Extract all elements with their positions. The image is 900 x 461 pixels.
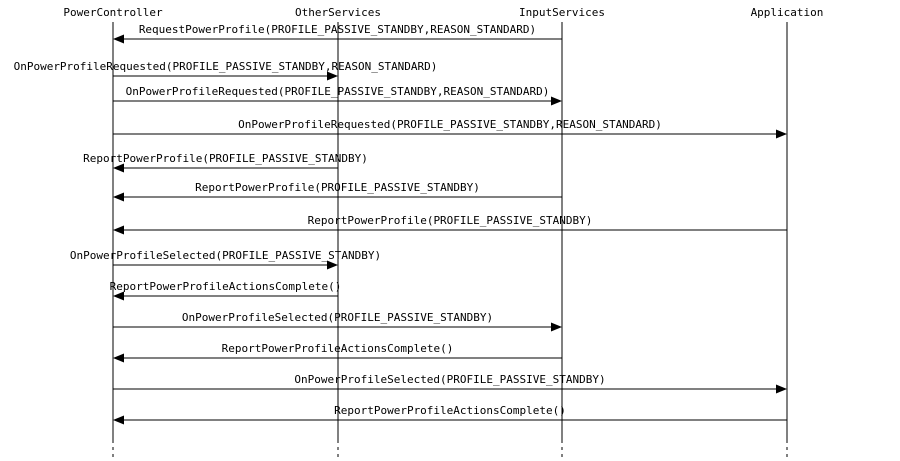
arrow-head-left-icon xyxy=(113,415,124,425)
message-5: ReportPowerProfile(PROFILE_PASSIVE_STAND… xyxy=(83,152,368,173)
message-13: ReportPowerProfileActionsComplete() xyxy=(113,404,787,425)
message-label: OnPowerProfileSelected(PROFILE_PASSIVE_S… xyxy=(294,373,605,386)
message-label: ReportPowerProfile(PROFILE_PASSIVE_STAND… xyxy=(195,181,480,194)
arrow-head-right-icon xyxy=(551,322,562,332)
arrow-head-right-icon xyxy=(776,384,787,394)
message-12: OnPowerProfileSelected(PROFILE_PASSIVE_S… xyxy=(113,373,787,394)
message-label: OnPowerProfileSelected(PROFILE_PASSIVE_S… xyxy=(182,311,493,324)
message-2: OnPowerProfileRequested(PROFILE_PASSIVE_… xyxy=(14,60,438,81)
arrow-head-right-icon xyxy=(327,260,338,270)
message-9: ReportPowerProfileActionsComplete() xyxy=(110,280,342,301)
message-label: OnPowerProfileRequested(PROFILE_PASSIVE_… xyxy=(14,60,438,73)
arrow-head-left-icon xyxy=(113,34,124,44)
arrow-head-left-icon xyxy=(113,353,124,363)
participant-label-power-controller: PowerController xyxy=(63,6,163,19)
message-label: ReportPowerProfileActionsComplete() xyxy=(222,342,454,355)
message-3: OnPowerProfileRequested(PROFILE_PASSIVE_… xyxy=(113,85,562,106)
arrow-head-left-icon xyxy=(113,225,124,235)
message-6: ReportPowerProfile(PROFILE_PASSIVE_STAND… xyxy=(113,181,562,202)
message-label: OnPowerProfileRequested(PROFILE_PASSIVE_… xyxy=(126,85,550,98)
arrow-head-left-icon xyxy=(113,291,124,301)
lifeline-group xyxy=(112,22,788,461)
message-group: RequestPowerProfile(PROFILE_PASSIVE_STAN… xyxy=(14,23,787,425)
arrow-head-left-icon xyxy=(113,192,124,202)
participant-header-group: PowerController OtherServices InputService… xyxy=(63,6,823,19)
arrow-head-left-icon xyxy=(113,163,124,173)
arrow-head-right-icon xyxy=(551,96,562,106)
message-10: OnPowerProfileSelected(PROFILE_PASSIVE_S… xyxy=(113,311,562,332)
arrow-head-right-icon xyxy=(327,71,338,81)
message-7: ReportPowerProfile(PROFILE_PASSIVE_STAND… xyxy=(113,214,787,235)
message-8: OnPowerProfileSelected(PROFILE_PASSIVE_S… xyxy=(70,249,381,270)
message-label: ReportPowerProfile(PROFILE_PASSIVE_STAND… xyxy=(308,214,593,227)
message-label: ReportPowerProfileActionsComplete() xyxy=(334,404,566,417)
message-label: OnPowerProfileSelected(PROFILE_PASSIVE_S… xyxy=(70,249,381,262)
participant-label-other-services: OtherServices xyxy=(295,6,381,19)
message-label: ReportPowerProfile(PROFILE_PASSIVE_STAND… xyxy=(83,152,368,165)
message-label: OnPowerProfileRequested(PROFILE_PASSIVE_… xyxy=(238,118,662,131)
participant-label-application: Application xyxy=(751,6,824,19)
message-4: OnPowerProfileRequested(PROFILE_PASSIVE_… xyxy=(113,118,787,139)
participant-label-input-services: InputServices xyxy=(519,6,605,19)
message-label: ReportPowerProfileActionsComplete() xyxy=(110,280,342,293)
message-1: RequestPowerProfile(PROFILE_PASSIVE_STAN… xyxy=(113,23,562,44)
message-11: ReportPowerProfileActionsComplete() xyxy=(113,342,562,363)
arrow-head-right-icon xyxy=(776,129,787,139)
message-label: RequestPowerProfile(PROFILE_PASSIVE_STAN… xyxy=(139,23,536,36)
